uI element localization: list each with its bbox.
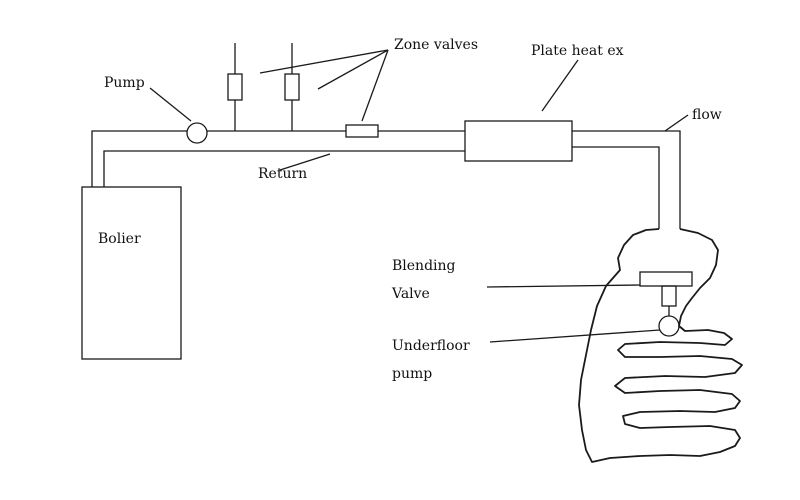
leader-return [279, 153, 331, 171]
blending-valve [639, 271, 693, 287]
leader-zone-valves-1 [259, 49, 389, 74]
blending-label: Blending [392, 258, 456, 274]
leader-pump [149, 87, 192, 122]
return-pipe [103, 146, 660, 229]
blending-valve-stem [661, 285, 677, 307]
pump-symbol [186, 122, 208, 144]
leader-blending-valve [486, 284, 641, 288]
zone-valve-2 [284, 73, 300, 101]
leader-plate-heat-ex [541, 59, 579, 112]
pump-label: Pump [104, 75, 145, 91]
underfloor-pump-label: pump [392, 366, 432, 382]
underfloor-label: Underfloor [392, 338, 470, 354]
plate-heat-exchanger [464, 120, 573, 162]
zone-valve-1 [227, 73, 243, 101]
return-label: Return [258, 166, 307, 182]
flow-pipe [91, 130, 681, 229]
leader-zone-valves-2 [317, 49, 389, 90]
valve-label: Valve [391, 286, 430, 302]
leader-underfloor-pump [489, 329, 661, 343]
leader-zone-valves-3 [361, 49, 389, 122]
zone-valve-3 [345, 124, 379, 138]
underfloor-pump-symbol [658, 315, 680, 337]
plate-heat-ex-label: Plate heat ex [531, 43, 624, 59]
zone-valves-label: Zone valves [394, 37, 478, 53]
boiler-box [81, 186, 182, 360]
flow-label: flow [692, 107, 722, 123]
leader-flow [664, 114, 689, 132]
boiler-label: Bolier [98, 231, 141, 247]
underfloor-loop-outline [578, 228, 743, 463]
